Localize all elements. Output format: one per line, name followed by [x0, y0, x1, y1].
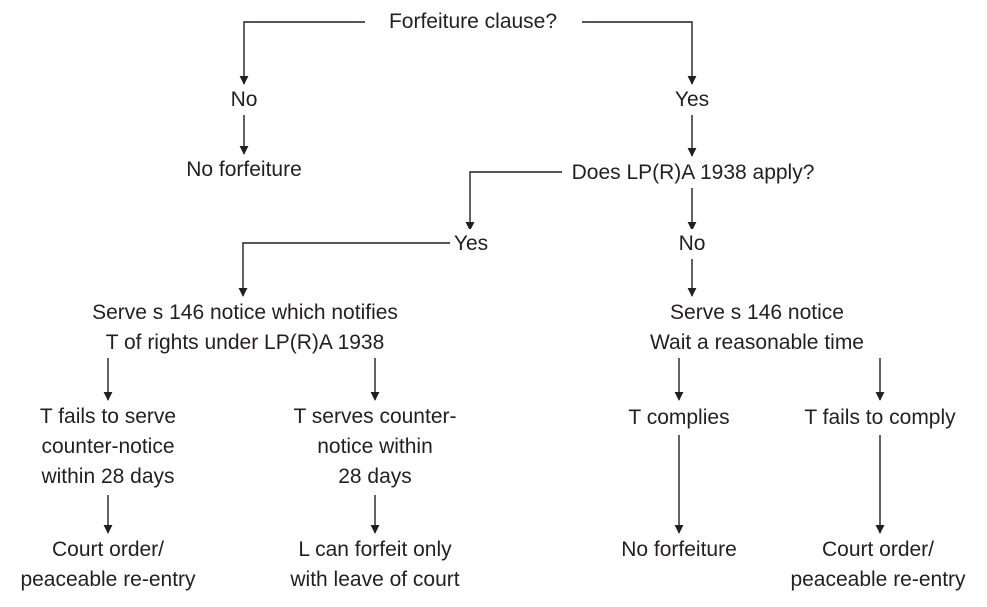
- leave-of-court-outcome: L can forfeit only with leave of court: [265, 535, 485, 595]
- court-order-outcome-left: Court order/ peaceable re-entry: [3, 535, 213, 595]
- tenant-fails-counter-notice: T fails to serve counter-notice within 2…: [13, 402, 203, 492]
- court-order-outcome-right: Court order/ peaceable re-entry: [772, 535, 984, 595]
- serve-notice-wait: Serve s 146 notice Wait a reasonable tim…: [612, 298, 902, 358]
- tenant-complies: T complies: [599, 403, 759, 433]
- connector-root-yes: [582, 21, 697, 85]
- tenant-fails-to-comply: T fails to comply: [770, 403, 987, 433]
- connector-question-yes: [465, 171, 562, 231]
- applies-yes-label: Yes: [450, 229, 492, 259]
- serve-notice-notifies: Serve s 146 notice which notifies T of r…: [60, 298, 430, 358]
- no-label: No: [224, 85, 264, 115]
- applies-no-label: No: [672, 229, 712, 259]
- connector-root-no: [239, 21, 365, 85]
- yes-label: Yes: [667, 85, 717, 115]
- tenant-serves-counter-notice: T serves counter- notice within 28 days: [280, 402, 470, 492]
- connector-applies-action: [238, 242, 452, 297]
- no-forfeiture-outcome: No forfeiture: [164, 155, 324, 185]
- root-question: Forfeiture clause?: [388, 10, 558, 33]
- lpra-question: Does LP(R)A 1938 apply?: [571, 161, 815, 184]
- no-forfeiture-outcome-right: No forfeiture: [594, 535, 764, 565]
